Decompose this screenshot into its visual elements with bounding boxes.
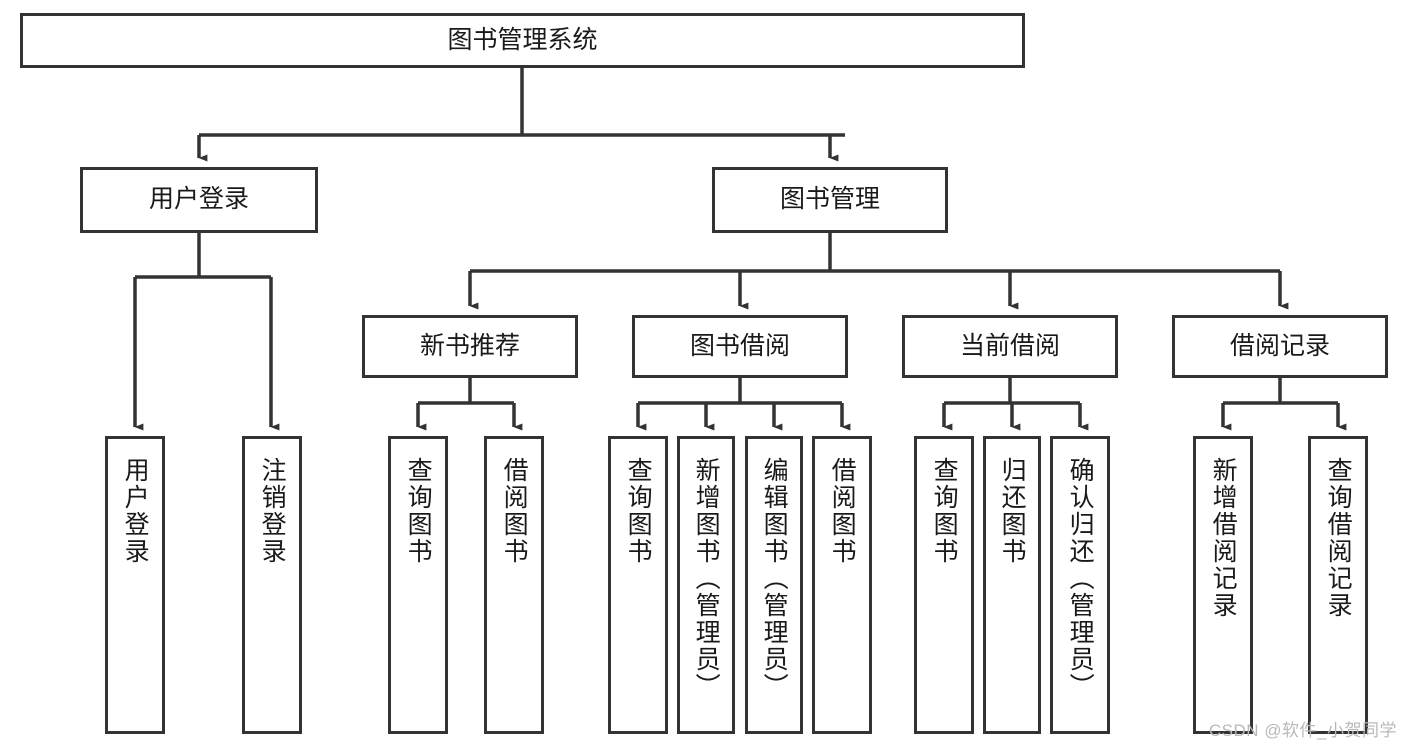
- node-user-login[interactable]: 用户登录: [80, 167, 318, 233]
- node-leaf-return-book[interactable]: 归还图书: [983, 436, 1041, 734]
- node-leaf-confirm-return[interactable]: 确认归还（管理员）: [1050, 436, 1110, 734]
- node-label: 图书管理系统: [447, 25, 598, 54]
- node-label: 当前借阅: [959, 331, 1060, 360]
- node-book-manage[interactable]: 图书管理: [712, 167, 948, 233]
- node-label: 借阅图书: [500, 457, 529, 565]
- node-label: 用户登录: [121, 457, 150, 565]
- node-leaf-logout-login[interactable]: 注销登录: [242, 436, 302, 734]
- node-leaf-query-borrow-record[interactable]: 查询借阅记录: [1308, 436, 1368, 734]
- node-label: 借阅记录: [1229, 331, 1330, 360]
- node-borrow-record[interactable]: 借阅记录: [1172, 315, 1388, 378]
- node-label: 注销登录: [258, 457, 287, 565]
- node-leaf-user-login[interactable]: 用户登录: [105, 436, 165, 734]
- node-label: 确认归还（管理员）: [1066, 457, 1095, 700]
- node-leaf-add-book[interactable]: 新增图书（管理员）: [677, 436, 735, 734]
- node-leaf-edit-book[interactable]: 编辑图书（管理员）: [745, 436, 803, 734]
- node-leaf-query-book-1[interactable]: 查询图书: [388, 436, 448, 734]
- node-label: 新书推荐: [419, 331, 520, 360]
- node-leaf-query-book-2[interactable]: 查询图书: [608, 436, 668, 734]
- node-root-system[interactable]: 图书管理系统: [20, 13, 1025, 68]
- node-leaf-borrow-book-1[interactable]: 借阅图书: [484, 436, 544, 734]
- node-label: 图书管理: [779, 185, 880, 214]
- node-label: 归还图书: [998, 457, 1027, 565]
- watermark: CSDN @软件_小贺同学: [1208, 721, 1397, 740]
- node-label: 图书借阅: [689, 331, 790, 360]
- node-leaf-borrow-book-2[interactable]: 借阅图书: [812, 436, 872, 734]
- node-label: 借阅图书: [828, 457, 857, 565]
- node-new-book-recommend[interactable]: 新书推荐: [362, 315, 578, 378]
- node-label: 新增图书（管理员）: [692, 457, 721, 700]
- node-label: 查询借阅记录: [1324, 457, 1353, 619]
- node-leaf-query-book-3[interactable]: 查询图书: [914, 436, 974, 734]
- node-label: 查询图书: [404, 457, 433, 565]
- node-label: 编辑图书（管理员）: [760, 457, 789, 700]
- node-label: 查询图书: [624, 457, 653, 565]
- node-label: 查询图书: [930, 457, 959, 565]
- node-book-borrow[interactable]: 图书借阅: [632, 315, 848, 378]
- node-leaf-add-borrow-record[interactable]: 新增借阅记录: [1193, 436, 1253, 734]
- node-label: 用户登录: [148, 185, 249, 214]
- node-label: 新增借阅记录: [1209, 457, 1238, 619]
- node-current-borrow[interactable]: 当前借阅: [902, 315, 1118, 378]
